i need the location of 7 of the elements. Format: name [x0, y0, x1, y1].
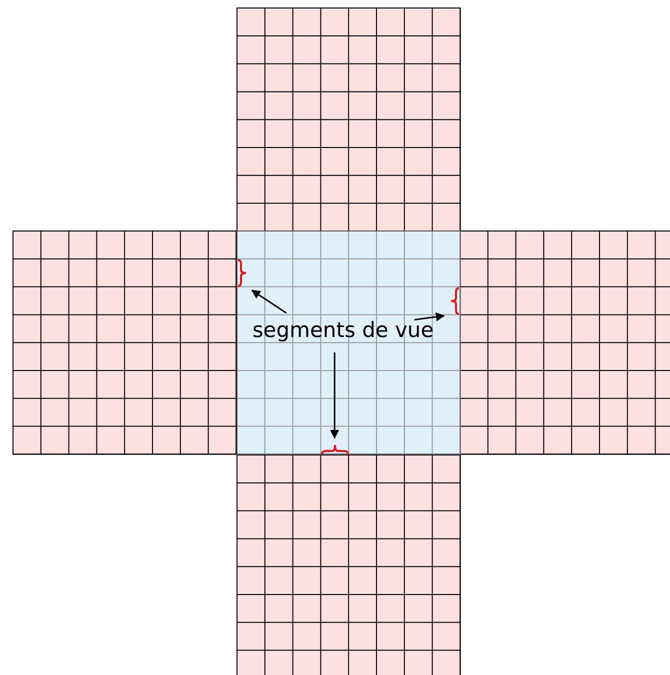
curly-brace [321, 444, 349, 455]
curly-brace [237, 259, 247, 287]
leader-arrow [251, 290, 287, 314]
annotation-text: segments de vue [252, 320, 434, 340]
leader-arrow [330, 352, 340, 439]
curly-brace [450, 287, 460, 315]
leader-arrow [414, 312, 445, 322]
